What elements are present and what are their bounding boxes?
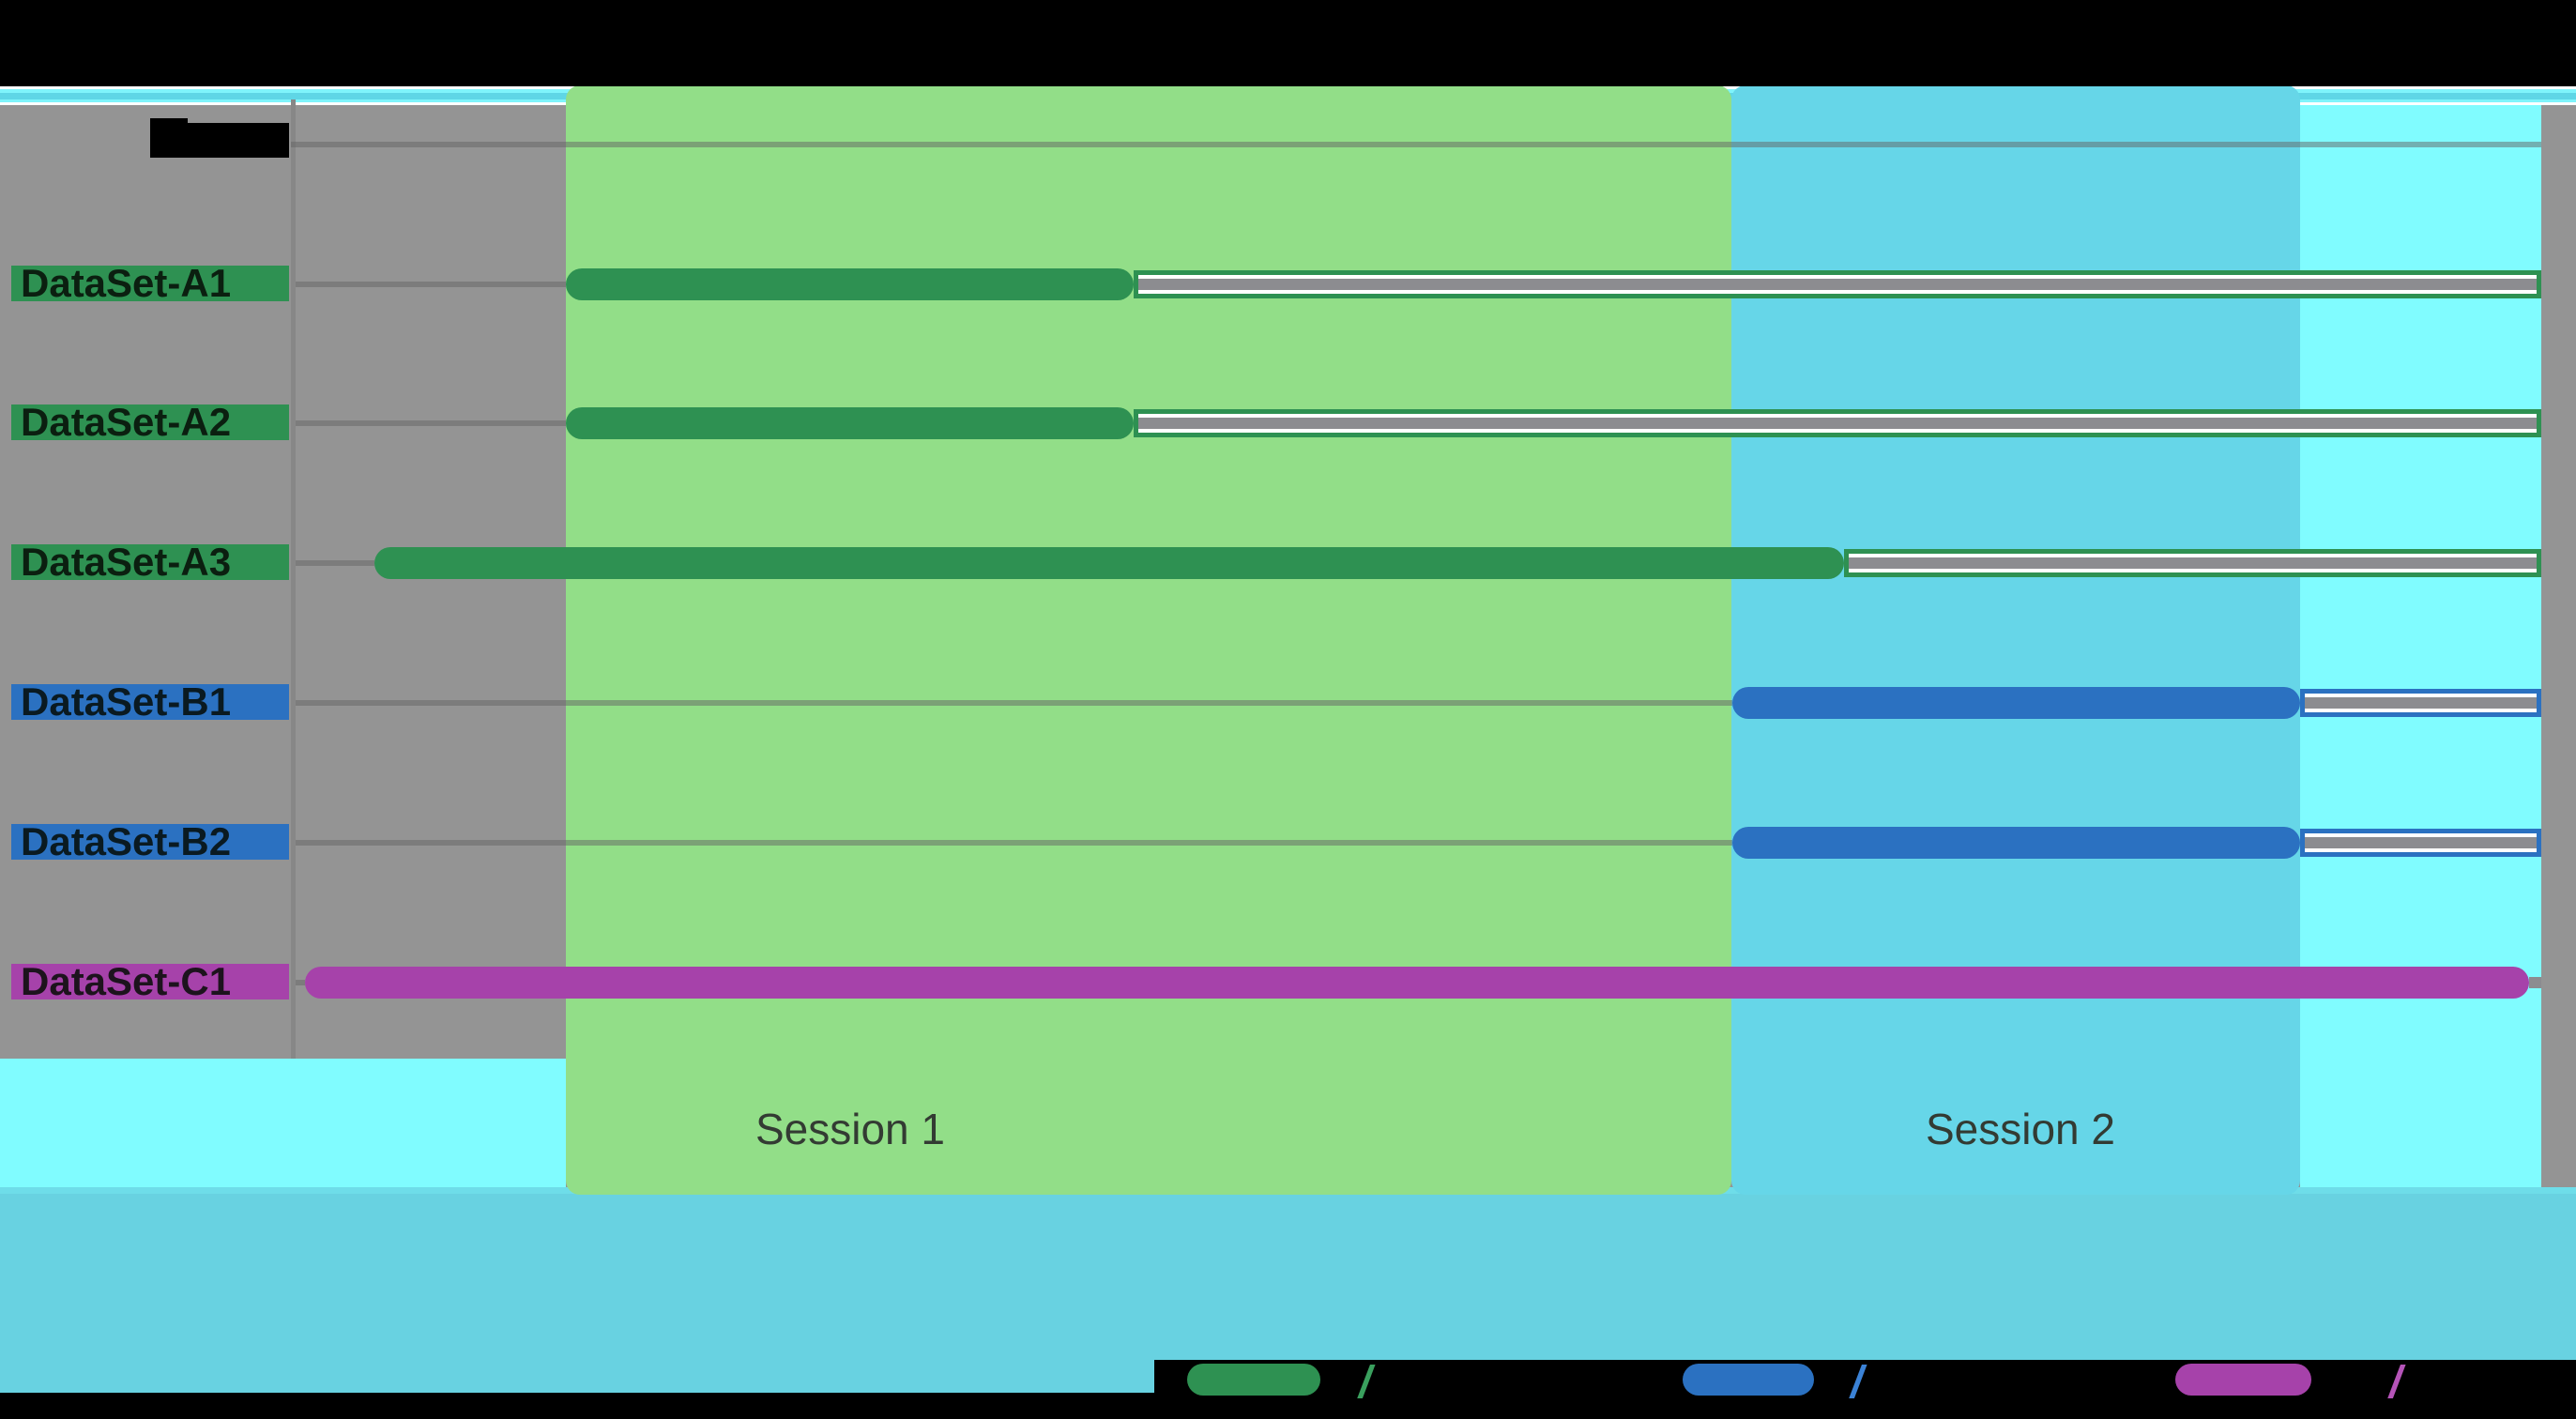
row-label-dataset-b1: DataSet-B1 [11,684,289,720]
row-label-dataset-a2: DataSet-A2 [11,404,289,440]
session-1-label: Session 1 [755,1105,945,1153]
task-header-redacted: Task [150,121,289,159]
track-a2 [1134,409,2541,437]
legend-label-remnant-b: / [1851,1358,1864,1408]
track-a3 [1844,549,2541,577]
row-line-b2 [296,840,1732,846]
figure-background-right [2300,105,2541,1194]
track-b1 [2300,689,2541,717]
session-2-band [1731,85,2300,1195]
footer-band [0,1187,2576,1393]
row-label-dataset-c1: DataSet-C1 [11,964,289,999]
legend-label-remnant-a: / [1359,1358,1372,1408]
bar-dataset-a2 [566,407,1134,439]
legend-swatch-dataset-a [1187,1364,1320,1396]
session-2-label: Session 2 [1925,1105,2115,1153]
row-line-a2 [296,420,566,426]
legend-swatch-dataset-b [1683,1364,1814,1396]
top-redaction-bar [0,0,2576,86]
row-line-b1 [296,700,1732,706]
session-1-band [566,85,1731,1195]
bar-dataset-a1 [566,268,1134,300]
task-header-redaction-tab [150,118,188,124]
track-b2 [2300,829,2541,857]
y-axis-line [291,99,296,1059]
row-label-dataset-b2: DataSet-B2 [11,824,289,860]
gridline-row-0 [291,142,2541,147]
row-label-dataset-a3: DataSet-A3 [11,544,289,580]
track-a1 [1134,270,2541,298]
row-label-dataset-a1: DataSet-A1 [11,266,289,301]
figure-background-left [0,1059,566,1190]
row-line-a3 [296,560,374,566]
legend-label-remnant-c: / [2389,1358,2402,1408]
track-c1 [2529,977,2541,988]
row-line-a1 [296,282,566,287]
bar-dataset-b2 [1732,827,2300,859]
row-line-c1 [296,980,305,985]
bar-dataset-a3 [374,547,1844,579]
bottom-redaction-bar [0,1393,2576,1419]
bar-dataset-b1 [1732,687,2300,719]
bar-dataset-c1 [305,967,2529,999]
legend-swatch-dataset-c [2175,1364,2311,1396]
